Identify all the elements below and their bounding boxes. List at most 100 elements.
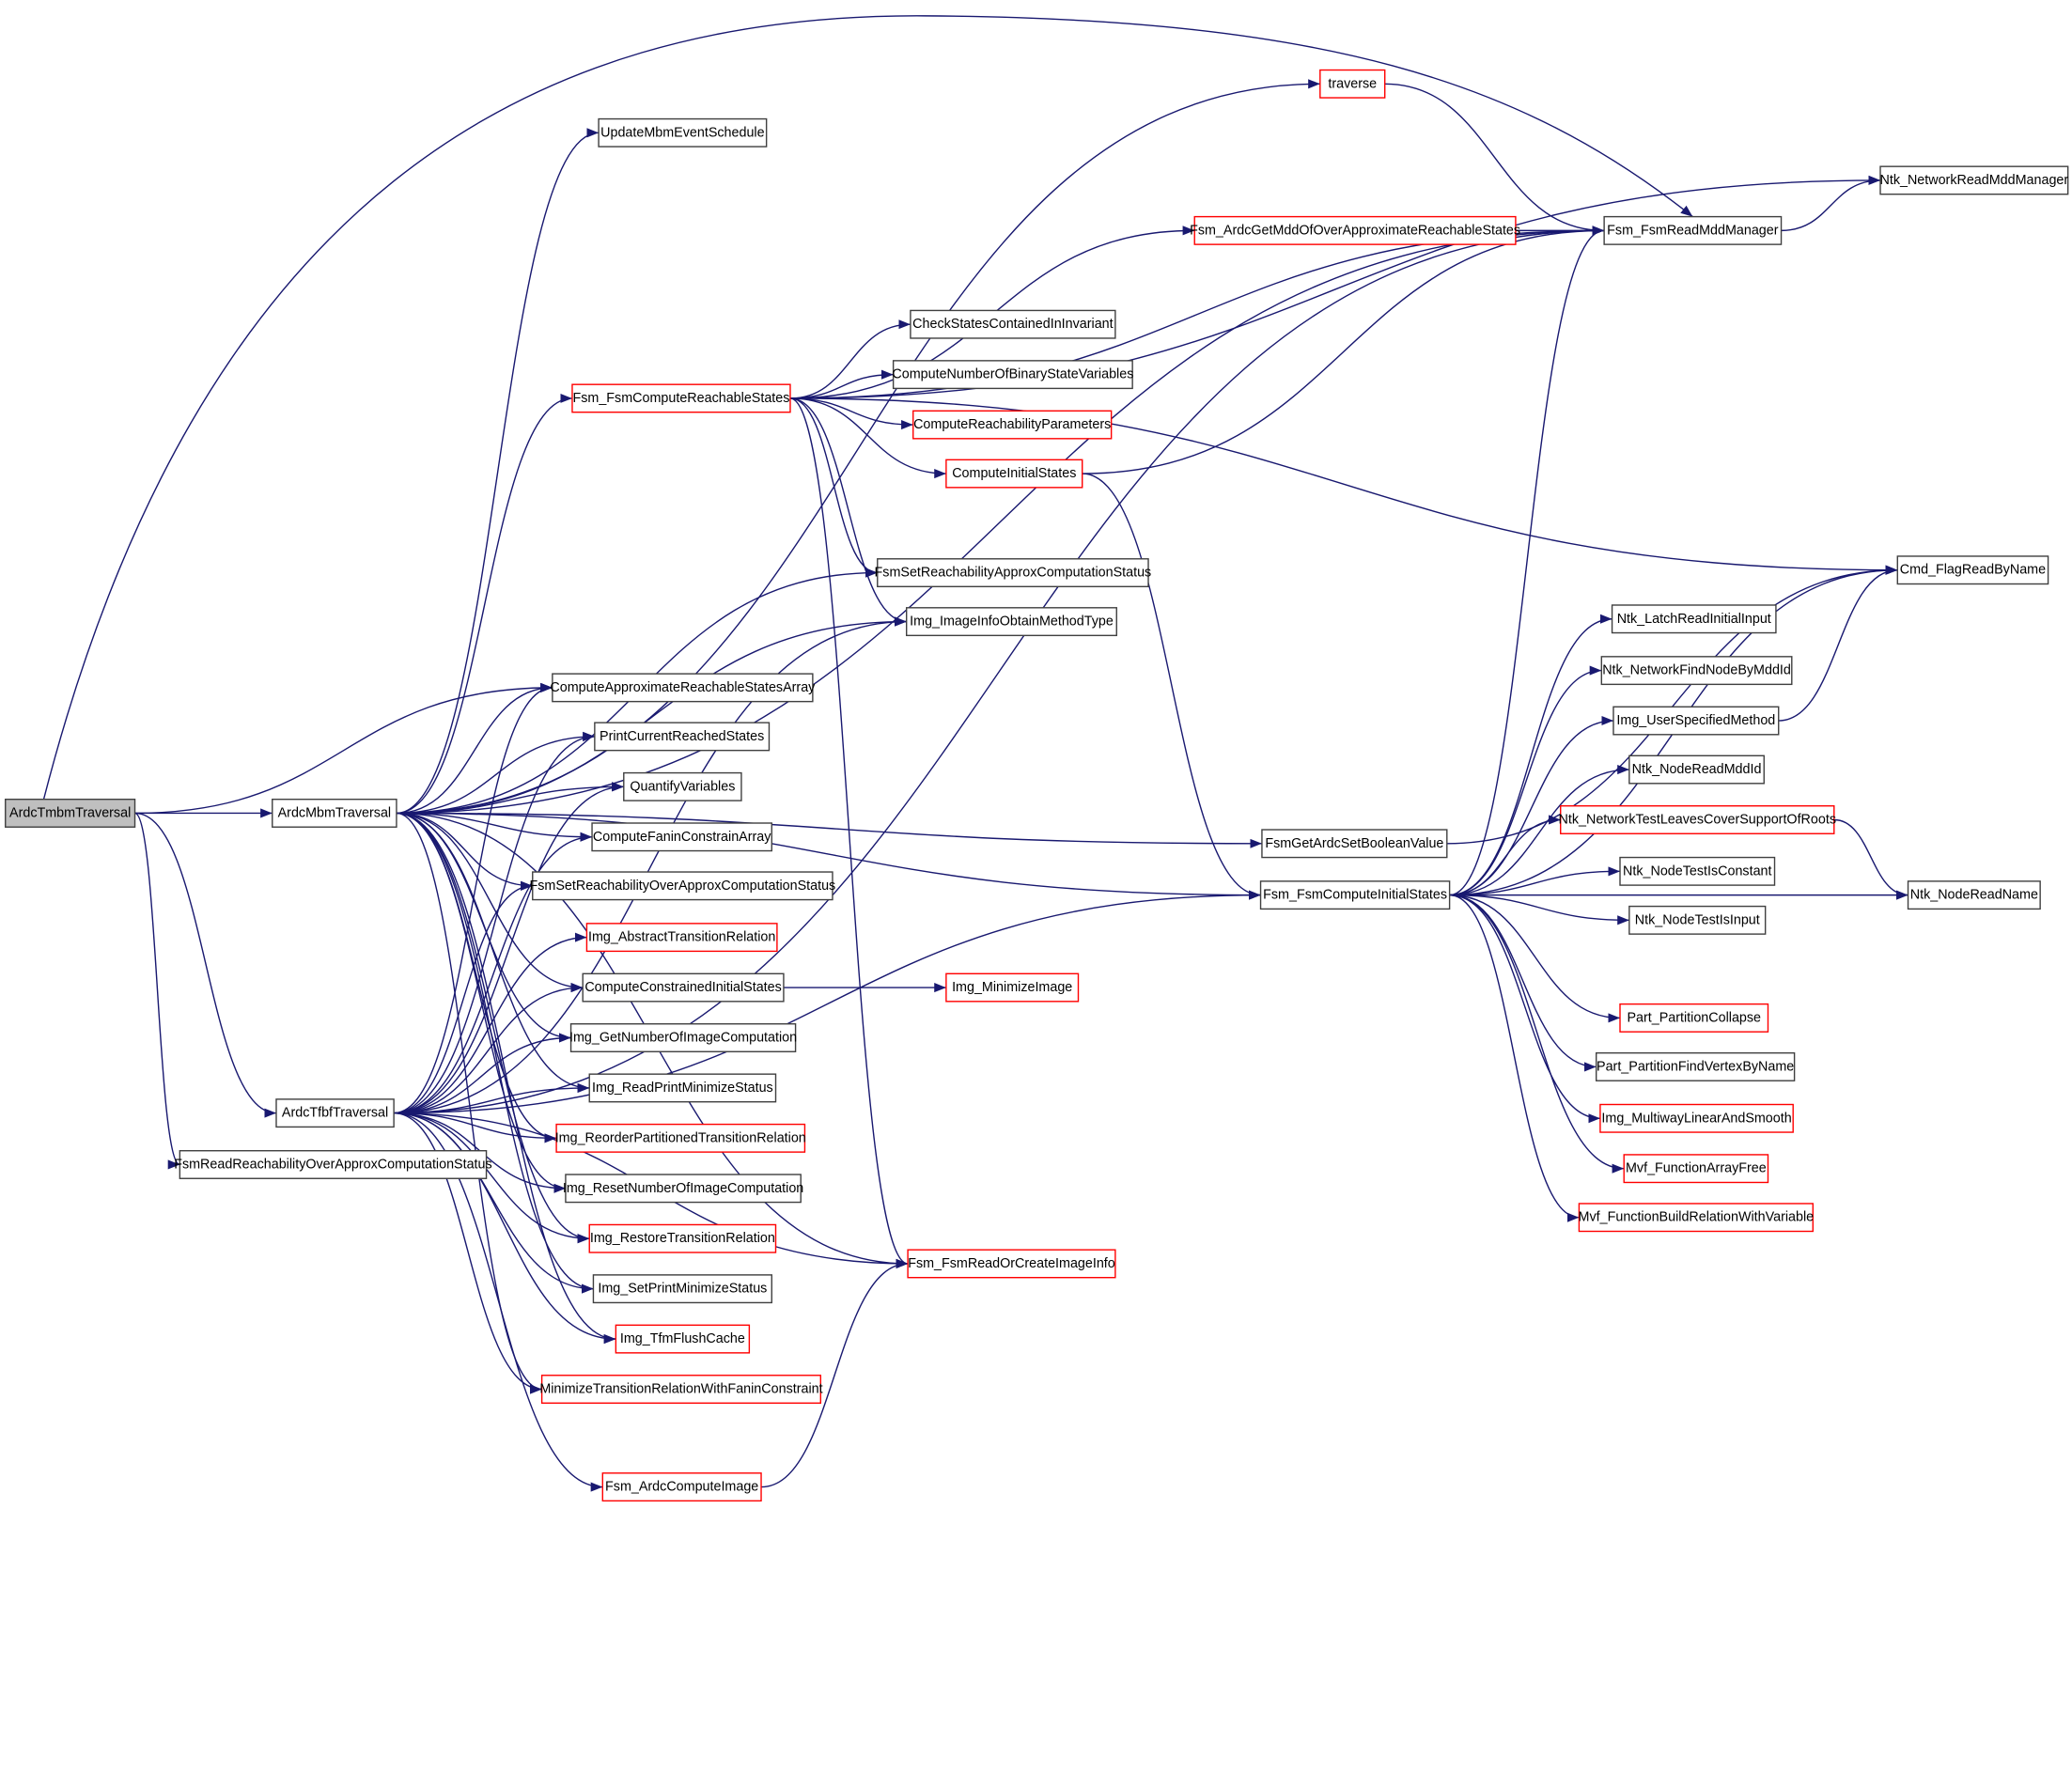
node-label: Img_MultiwayLinearAndSmooth <box>1601 1111 1791 1126</box>
node-fsm-ardccomputeimage[interactable]: Fsm_ArdcComputeImage <box>601 1472 762 1502</box>
node-computeconstrainedinitialstates[interactable]: ComputeConstrainedInitialStates <box>582 972 785 1003</box>
node-quantifyvariables[interactable]: QuantifyVariables <box>623 771 742 801</box>
node-box <box>1261 829 1448 859</box>
node-img-reorderpartitionedtransitionrelation[interactable]: Img_ReorderPartitionedTransitionRelation <box>555 1123 806 1153</box>
node-label: Ntk_NodeReadMddId <box>1632 762 1762 777</box>
node-box <box>1628 754 1765 785</box>
node-mvf-functionbuildrelationwithvariable[interactable]: Mvf_FunctionBuildRelationWithVariable <box>1579 1203 1815 1233</box>
edge-tfbf-to-mtrf <box>394 1112 542 1394</box>
edge-mbm-to-cfca <box>396 812 593 842</box>
node-ardctmbmtraversal[interactable]: ArdcTmbmTraversal <box>5 798 136 828</box>
node-computeinitialstates[interactable]: ComputeInitialStates <box>945 459 1083 489</box>
node-fsm-fsmreadmddmanager[interactable]: Fsm_FsmReadMddManager <box>1603 215 1783 245</box>
node-ntk-networktestleavescoversupportofroots[interactable]: Ntk_NetworkTestLeavesCoverSupportOfRoots <box>1559 805 1836 834</box>
node-ntk-nodetestisconstant[interactable]: Ntk_NodeTestIsConstant <box>1619 856 1776 886</box>
node-img-resetnumberofimagecomputation[interactable]: Img_ResetNumberOfImageComputation <box>563 1174 803 1204</box>
node-traverse[interactable]: traverse <box>1319 69 1386 99</box>
node-img-readprintminimizestatus[interactable]: Img_ReadPrintMinimizeStatus <box>588 1073 777 1103</box>
node-ntk-latchreadinitialinput[interactable]: Ntk_LatchReadInitialInput <box>1611 604 1777 634</box>
node-label: ComputeNumberOfBinaryStateVariables <box>892 367 1133 382</box>
node-ntk-nodereadmddid[interactable]: Ntk_NodeReadMddId <box>1628 754 1765 785</box>
node-img-tfmflushcache[interactable]: Img_TfmFlushCache <box>615 1324 751 1354</box>
node-computenumberofbinarystatevariables[interactable]: ComputeNumberOfBinaryStateVariables <box>892 360 1133 390</box>
node-box <box>615 1324 751 1354</box>
node-img-imageinfoobtainmethodtype[interactable]: Img_ImageInfoObtainMethodType <box>905 607 1117 637</box>
edge-ffci-to-ppc <box>1449 894 1621 1023</box>
node-ntk-nodereadname[interactable]: Ntk_NodeReadName <box>1907 880 2041 910</box>
node-fsmreadreachabilityoverapproxcomputationstatus[interactable]: FsmReadReachabilityOverApproxComputation… <box>174 1150 492 1179</box>
node-img-multiwaylinearandsmooth[interactable]: Img_MultiwayLinearAndSmooth <box>1599 1103 1794 1133</box>
edge-tmbm-to-ffrm <box>42 15 1693 800</box>
edge-mbm-to-umes <box>396 128 600 815</box>
node-label: Img_MinimizeImage <box>952 980 1072 995</box>
node-fsm-fsmcomputeinitialstates[interactable]: Fsm_FsmComputeInitialStates <box>1259 880 1451 910</box>
node-minimizetransitionrelationwithfaninconstraint[interactable]: MinimizeTransitionRelationWithFaninConst… <box>539 1375 823 1404</box>
node-ntk-nodetestisinput[interactable]: Ntk_NodeTestIsInput <box>1628 905 1767 935</box>
edge-tfbf-to-ccis <box>394 983 584 1114</box>
node-box <box>1619 1003 1769 1033</box>
edge-ffci-to-imls <box>1449 894 1600 1124</box>
node-ardctfbftraversal[interactable]: ArdcTfbfTraversal <box>275 1098 395 1128</box>
node-label: FsmReadReachabilityOverApproxComputation… <box>174 1157 491 1172</box>
node-label: Ntk_LatchReadInitialInput <box>1617 612 1771 627</box>
node-computefaninconstrainarray[interactable]: ComputeFaninConstrainArray <box>591 822 772 852</box>
edge-ffci-to-ntic <box>1449 866 1621 896</box>
node-ardcmbmtraversal[interactable]: ArdcMbmTraversal <box>272 798 397 828</box>
node-box <box>565 1174 802 1204</box>
node-img-setprintminimizestatus[interactable]: Img_SetPrintMinimizeStatus <box>592 1274 772 1304</box>
node-img-minimizeimage[interactable]: Img_MinimizeImage <box>945 972 1080 1003</box>
node-box <box>910 309 1116 339</box>
node-part-partitionfindvertexbyname[interactable]: Part_PartitionFindVertexByName <box>1595 1051 1796 1081</box>
nodes-layer: ArdcTmbmTraversal ArdcMbmTraversalArdcTfb… <box>5 69 2068 1502</box>
edge-ffci-to-ntii <box>1449 894 1629 925</box>
node-label: FsmSetReachabilityApproxComputationStatu… <box>875 566 1152 581</box>
node-fsmgetardcsetbooleanvalue[interactable]: FsmGetArdcSetBooleanValue <box>1261 829 1448 859</box>
node-ntk-networkreadmddmanager[interactable]: Ntk_NetworkReadMddManager <box>1879 165 2068 195</box>
edge-ffci-to-mfbr <box>1449 894 1580 1222</box>
node-box <box>569 1023 797 1052</box>
node-img-userspecifiedmethod[interactable]: Img_UserSpecifiedMethod <box>1612 706 1780 736</box>
edge-faci-to-froc <box>761 1258 909 1488</box>
node-fsm-fsmcomputereachablestates[interactable]: Fsm_FsmComputeReachableStates <box>571 383 791 413</box>
node-cmd-flagreadbyname[interactable]: Cmd_FlagReadByName <box>1896 555 2049 585</box>
node-printcurrentreachedstates[interactable]: PrintCurrentReachedStates <box>594 722 771 752</box>
node-label: ComputeApproximateReachableStatesArray <box>550 680 816 695</box>
node-box <box>1319 69 1386 99</box>
node-box <box>1595 1051 1796 1081</box>
node-img-abstracttransitionrelation[interactable]: Img_AbstractTransitionRelation <box>585 923 778 953</box>
node-fsm-fsmreadorcreateimageinfo[interactable]: Fsm_FsmReadOrCreateImageInfo <box>907 1249 1116 1279</box>
node-box <box>1623 1154 1769 1184</box>
node-box <box>912 410 1113 440</box>
node-box <box>1599 1103 1794 1133</box>
node-label: Img_ReorderPartitionedTransitionRelation <box>555 1130 806 1145</box>
node-computereachabilityparameters[interactable]: ComputeReachabilityParameters <box>912 410 1113 440</box>
edge-tfbf-to-cara <box>394 682 553 1114</box>
edge-ffci-to-nlri <box>1449 614 1612 896</box>
node-fsm-ardcgetmddofoverapproximatereachablestates[interactable]: Fsm_ArdcGetMddOfOverApproximateReachable… <box>1190 215 1520 245</box>
edge-ffrm-to-nnrm <box>1781 175 1881 232</box>
edge-tfbf-to-ffrm <box>394 226 1605 1114</box>
node-part-partitioncollapse[interactable]: Part_PartitionCollapse <box>1619 1003 1769 1033</box>
node-fsmsetreachabilityoverapproxcomputationstatus[interactable]: FsmSetReachabilityOverApproxComputationS… <box>530 871 836 901</box>
node-checkstatescontainedininvariant[interactable]: CheckStatesContainedInInvariant <box>910 309 1116 339</box>
node-img-restoretransitionrelation[interactable]: Img_RestoreTransitionRelation <box>588 1223 777 1253</box>
node-box <box>601 1472 762 1502</box>
node-img-getnumberofimagecomputation[interactable]: Img_GetNumberOfImageComputation <box>569 1023 797 1052</box>
node-mvf-functionarrayfree[interactable]: Mvf_FunctionArrayFree <box>1623 1154 1769 1184</box>
node-ntk-networkfindnodebymddid[interactable]: Ntk_NetworkFindNodeByMddId <box>1600 656 1793 686</box>
node-label: FsmGetArdcSetBooleanValue <box>1265 836 1443 851</box>
node-label: Fsm_FsmComputeReachableStates <box>572 391 789 406</box>
node-updatembmeventschedule[interactable]: UpdateMbmEventSchedule <box>598 117 768 148</box>
node-fsmsetreachabilityapproxcomputationstatus[interactable]: FsmSetReachabilityApproxComputationStatu… <box>875 558 1152 588</box>
edge-ffcr-to-csci <box>789 319 911 399</box>
node-box <box>1896 555 2049 585</box>
edge-tfbf-to-itfc <box>394 1112 616 1345</box>
node-computeapproximatereachablestatesarray[interactable]: ComputeApproximateReachableStatesArray <box>550 673 816 703</box>
node-label: MinimizeTransitionRelationWithFaninConst… <box>539 1382 822 1397</box>
edge-tmbm-to-frrs <box>134 812 180 1170</box>
node-box <box>598 117 768 148</box>
node-box <box>945 459 1083 489</box>
node-box <box>592 1274 772 1304</box>
node-box <box>179 1150 488 1179</box>
node-box <box>877 558 1149 588</box>
